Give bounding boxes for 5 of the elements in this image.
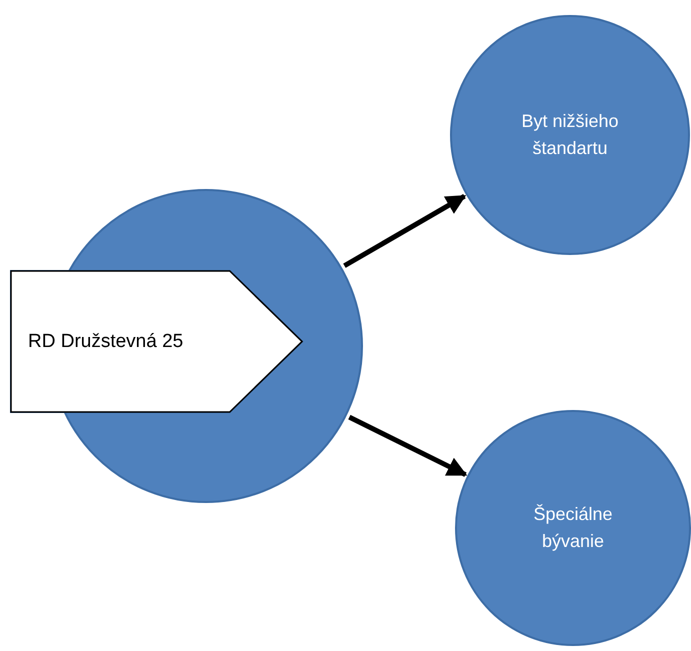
node-label: Špeciálne bývanie bbox=[532, 503, 614, 553]
arrow bbox=[348, 414, 468, 477]
node-label: RD Družstevná 25 bbox=[28, 330, 184, 352]
node-label: Byt nižšieho štandartu bbox=[520, 110, 620, 160]
arrow bbox=[343, 194, 466, 268]
